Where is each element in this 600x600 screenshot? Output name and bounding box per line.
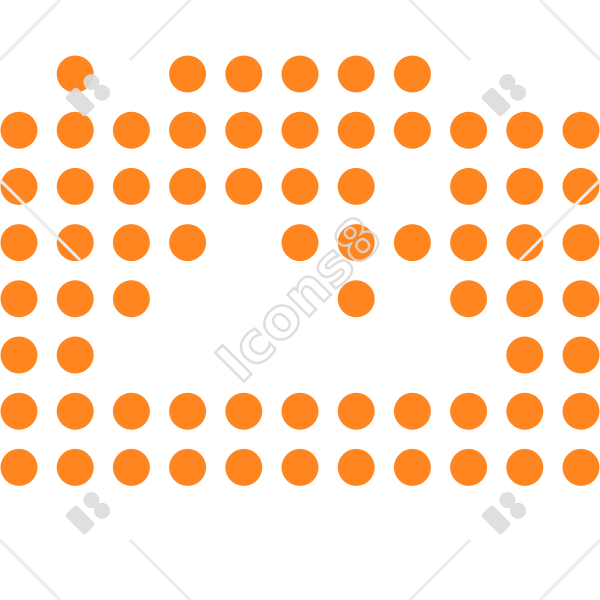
icon-dot: [337, 392, 375, 430]
icon-dot: [562, 167, 600, 205]
icon-dot: [393, 392, 431, 430]
icon-dot: [56, 111, 94, 149]
icon-dot: [393, 111, 431, 149]
icon-dot: [562, 224, 600, 262]
icon-dot: [337, 224, 375, 262]
icon-dot: [169, 167, 207, 205]
icon-dot: [281, 448, 319, 486]
icon-dot: [169, 111, 207, 149]
icon-dot: [56, 336, 94, 374]
icon-dot: [450, 280, 488, 318]
icon-dot: [281, 111, 319, 149]
icon-dot: [393, 224, 431, 262]
icon-dot: [393, 448, 431, 486]
icon-dot: [450, 392, 488, 430]
icon-dot: [225, 448, 263, 486]
icon-dot: [281, 55, 319, 93]
icon-dot: [450, 448, 488, 486]
icon-dot: [281, 167, 319, 205]
icon-dot: [225, 111, 263, 149]
icon-dot: [0, 111, 38, 149]
icon-dot: [0, 224, 38, 262]
icon-dot: [337, 280, 375, 318]
icon-dot: [337, 448, 375, 486]
icon-dot: [112, 167, 150, 205]
icon-dot: [562, 392, 600, 430]
icon-dot: [56, 167, 94, 205]
icon-dot: [169, 448, 207, 486]
icon-dot: [337, 55, 375, 93]
icon-dot: [56, 448, 94, 486]
icon-dot: [0, 392, 38, 430]
icon-dot: [281, 392, 319, 430]
icon-dot: [506, 448, 544, 486]
icon-dot: [56, 280, 94, 318]
icon-dot: [506, 111, 544, 149]
icon-dot: [450, 167, 488, 205]
icon-dot: [562, 280, 600, 318]
icon-dot: [169, 55, 207, 93]
icon-dot: [0, 167, 38, 205]
icon-dot: [112, 392, 150, 430]
icon-dot: [112, 448, 150, 486]
icon-dot: [562, 448, 600, 486]
icon-dot: [112, 224, 150, 262]
icon-dot: [0, 448, 38, 486]
icon-dot: [506, 392, 544, 430]
icon-dot: [169, 392, 207, 430]
icon-dot: [56, 55, 94, 93]
icon-dot: [281, 224, 319, 262]
icon-dot: [169, 224, 207, 262]
icon-dot: [225, 167, 263, 205]
icon-dot: [450, 111, 488, 149]
icon-dot: [56, 224, 94, 262]
icon-dot: [506, 167, 544, 205]
icon-dot: [0, 336, 38, 374]
icon-dot: [112, 280, 150, 318]
icon-dot: [393, 55, 431, 93]
icon-dot: [562, 336, 600, 374]
icon-dot: [337, 111, 375, 149]
icon-dot: [337, 167, 375, 205]
icon-dot: [562, 111, 600, 149]
icon-dot: [0, 280, 38, 318]
icon-dot: [225, 55, 263, 93]
icon-dot: [112, 111, 150, 149]
icon-dot: [506, 224, 544, 262]
icon-dot: [506, 336, 544, 374]
icon-dot: [506, 280, 544, 318]
icon-dot: [225, 392, 263, 430]
icon-dot: [450, 224, 488, 262]
icon-dot: [56, 392, 94, 430]
